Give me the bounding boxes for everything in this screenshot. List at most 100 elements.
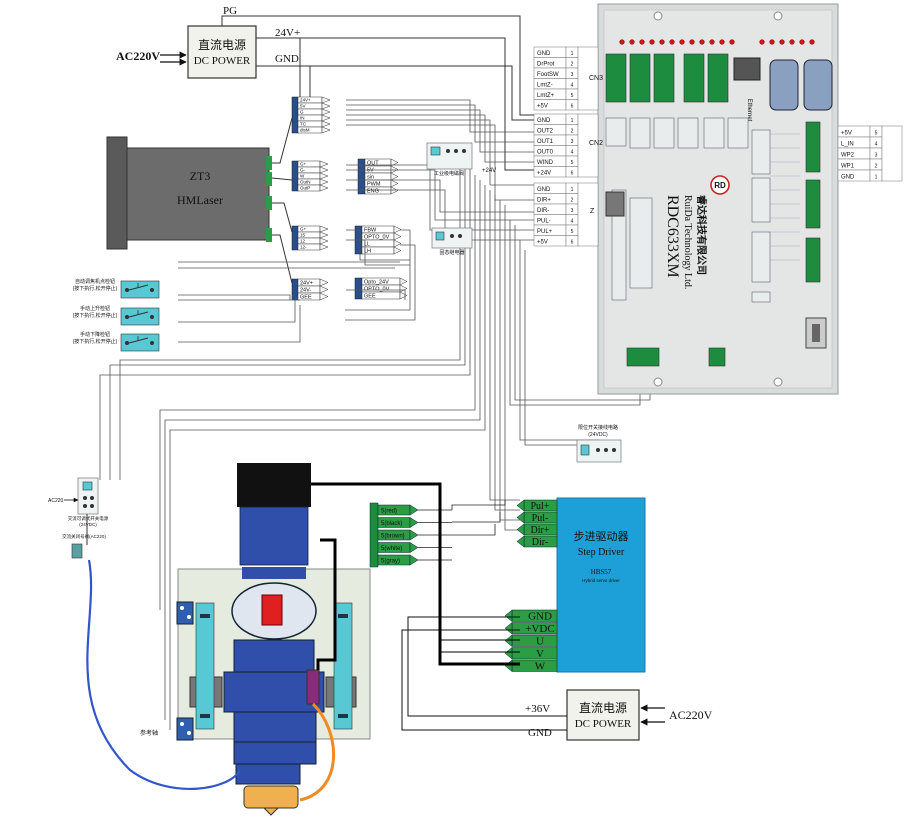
relay-limit-line2: (24VDC) <box>588 432 608 438</box>
encoder-wire-label: 5(black) <box>381 521 402 527</box>
pin-label: GND <box>537 118 551 124</box>
pin-number: 4 <box>571 150 574 156</box>
driver-signal-label: Dir+ <box>531 525 550 536</box>
pin-number: 6 <box>571 240 574 246</box>
motor-phase-wires <box>440 639 520 653</box>
pin-number: 2 <box>875 164 878 170</box>
dc-power-top-title-cn: 直流电源 <box>198 38 246 52</box>
pin-label: +5V <box>841 131 852 137</box>
pin-number: 3 <box>571 139 574 145</box>
green-connector <box>805 179 821 229</box>
driver-sub: Hybrid servo driver <box>582 578 620 583</box>
driver-power-label: V <box>536 648 544 660</box>
controller-bottom-ports <box>626 317 827 367</box>
relay-ac-line1: 交流可调式开关电源 <box>68 515 109 522</box>
connector-label-strip <box>611 189 627 301</box>
relay-limit: 限位开关接线电路 (24VDC) <box>576 424 622 463</box>
pin-number: 1 <box>571 118 574 124</box>
terminal-label: 24V- <box>300 288 311 294</box>
pin-number: 6 <box>571 171 574 177</box>
step-driver: 步进驱动器 Step Driver HBS57 Hybrid servo dri… <box>556 497 646 673</box>
mid-label: LH <box>364 249 371 255</box>
driver-signal-label: Pul+ <box>531 501 550 512</box>
connector-label-strip <box>751 177 771 223</box>
pin-number: 3 <box>571 208 574 214</box>
dc-power-top: 直流电源 DC POWER AC220V PG 24V+ GND <box>116 5 300 79</box>
signal-bundle <box>99 99 651 730</box>
led-indicator <box>799 39 805 45</box>
connector-label-strip <box>605 117 627 147</box>
relay-solenoid: 工业级电磁阀 <box>426 142 473 177</box>
led-indicator <box>779 39 785 45</box>
controller-mid-connectors <box>605 117 821 303</box>
switch-sublabel: (按下执行,松开停止) <box>73 338 118 345</box>
laser-terminal-d: 24V+24V-GEE <box>291 278 329 301</box>
controller-leds <box>619 39 815 45</box>
pin-label: LmtZ- <box>537 83 553 89</box>
relay-solid-state-label: 固态继电器 <box>439 249 464 256</box>
switch-sublabel: (按下执行,松开停止) <box>73 312 118 319</box>
pin-label: +5V <box>537 240 548 246</box>
gnd-top-label: GND <box>275 53 299 65</box>
driver-power-pin <box>511 647 558 660</box>
terminal-label: 24V+ <box>300 281 313 287</box>
terminal-label: disM <box>300 128 310 133</box>
relay-solid-state: 固态继电器 <box>431 227 473 256</box>
encoder-connector: 5(red)5(black)5(brown)5(white)5(gray) <box>369 500 506 568</box>
pin-label: LmtZ+ <box>537 93 555 99</box>
encoder-wire-label: 5(brown) <box>381 534 405 540</box>
ethernet-label: Ethernet <box>746 99 752 122</box>
connector-label-strip <box>677 117 699 149</box>
terminal-label: G+ <box>300 162 307 167</box>
laser-name: HMLaser <box>177 193 223 207</box>
db-port-2 <box>803 59 833 111</box>
terminal-label: IN <box>300 116 305 121</box>
pin-label: +5V <box>537 104 548 110</box>
encoder-wire-label: 5(red) <box>381 509 397 515</box>
stepper-motor <box>237 463 311 507</box>
pin-number: 6 <box>571 104 574 110</box>
mid-label: ENG <box>367 189 379 195</box>
terminal-label: GEE <box>300 295 312 301</box>
led-indicator <box>689 39 695 45</box>
led-indicator <box>709 39 715 45</box>
push-switch-3 <box>120 333 160 352</box>
pin-label: GND <box>537 187 551 193</box>
terminal-label: W <box>300 174 305 179</box>
led-indicator <box>729 39 735 45</box>
pin-label: GND <box>537 51 551 57</box>
mid-label: FBW <box>364 228 377 234</box>
rd-brand: RD <box>714 181 726 190</box>
mid-label: OPTO_0V <box>364 287 390 293</box>
led-indicator <box>679 39 685 45</box>
pin-label: WP2 <box>841 153 855 159</box>
pin-number: 4 <box>571 219 574 225</box>
terminal-label: 12 <box>300 239 306 244</box>
driver-signal-label: Pul- <box>532 513 549 524</box>
terminal-label: 24V+ <box>300 98 311 103</box>
mid-label: PWM <box>367 182 381 188</box>
driver-signal-terminals: Pul+Pul-Dir+Dir- <box>516 499 558 548</box>
controller-model: RDC633XM <box>664 195 681 278</box>
led-indicator <box>629 39 635 45</box>
relay-ac: AC220 交流可调式开关电源 (24VDC) 交流关闭号阀(AC220) <box>48 477 109 559</box>
pin-label: FootSW <box>537 72 559 78</box>
dc-power-bottom-title-en: DC POWER <box>575 718 632 730</box>
terminal-label: 12- <box>300 245 307 250</box>
driver-power-label: U <box>536 636 544 648</box>
connector-label-strip <box>727 117 749 149</box>
pin-label: WP1 <box>841 164 855 170</box>
push-switch-2 <box>120 307 160 326</box>
pin-label: L_IN <box>841 142 854 148</box>
terminal-label: OutN <box>300 180 311 185</box>
ref-axis-label: 参考轴 <box>140 729 158 737</box>
switch-sublabel: (按下执行,松开停止) <box>73 285 118 292</box>
header-z: Z <box>590 208 595 215</box>
switch-label: 手动下降检钮 <box>80 331 110 338</box>
laser-source: ZT3 HMLaser <box>106 136 272 250</box>
